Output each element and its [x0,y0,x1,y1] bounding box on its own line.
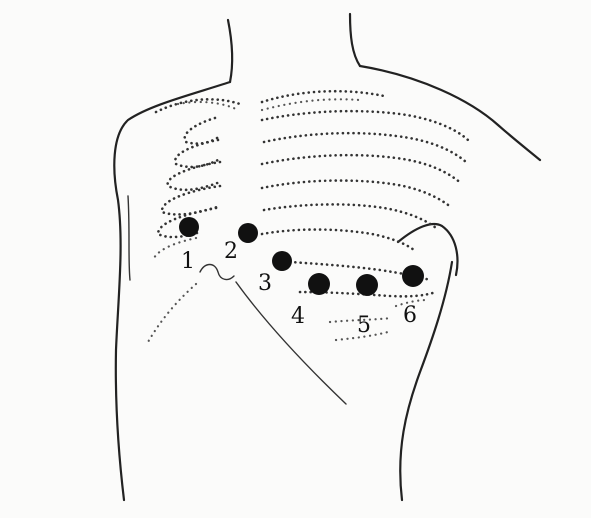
electrode-v3 [272,251,292,271]
right-rib-6 [262,230,414,251]
right-shoulder-outline [360,66,540,160]
neck-right-line [350,14,360,66]
right-clavicle [262,91,384,102]
clavicle-inner-left [178,102,238,110]
xiphoid-line [200,265,234,280]
left-costal-margin [148,284,196,342]
electrode-v4 [308,273,330,295]
electrodes [179,217,424,296]
left-rib-1 [185,118,220,144]
electrode-v5 [356,274,378,296]
electrode-v6 [402,265,424,287]
electrode-label-3: 3 [258,271,272,296]
torso-outline [114,14,540,500]
left-ribs [154,118,220,258]
right-torso-outline [400,262,452,500]
electrode-v1 [179,217,199,237]
electrode-labels: 1 2 3 4 5 6 [181,239,417,338]
clavicle-inner-right [262,99,360,110]
right-rib-2 [264,133,466,162]
right-rib-3 [262,155,462,184]
electrode-label-2: 2 [224,239,238,264]
electrode-label-5: 5 [357,313,371,338]
left-arm-outline [114,82,230,500]
electrode-v2 [238,223,258,243]
left-side-line [128,196,130,280]
electrode-label-6: 6 [403,303,417,328]
right-rib-4 [262,181,452,208]
right-costal-margin [236,282,346,404]
left-rib-3 [168,162,220,190]
right-rib-5 [264,204,436,228]
electrode-label-4: 4 [291,304,305,329]
neck-left-line [228,20,232,82]
electrode-label-1: 1 [181,249,195,274]
right-rib-1 [262,111,468,140]
